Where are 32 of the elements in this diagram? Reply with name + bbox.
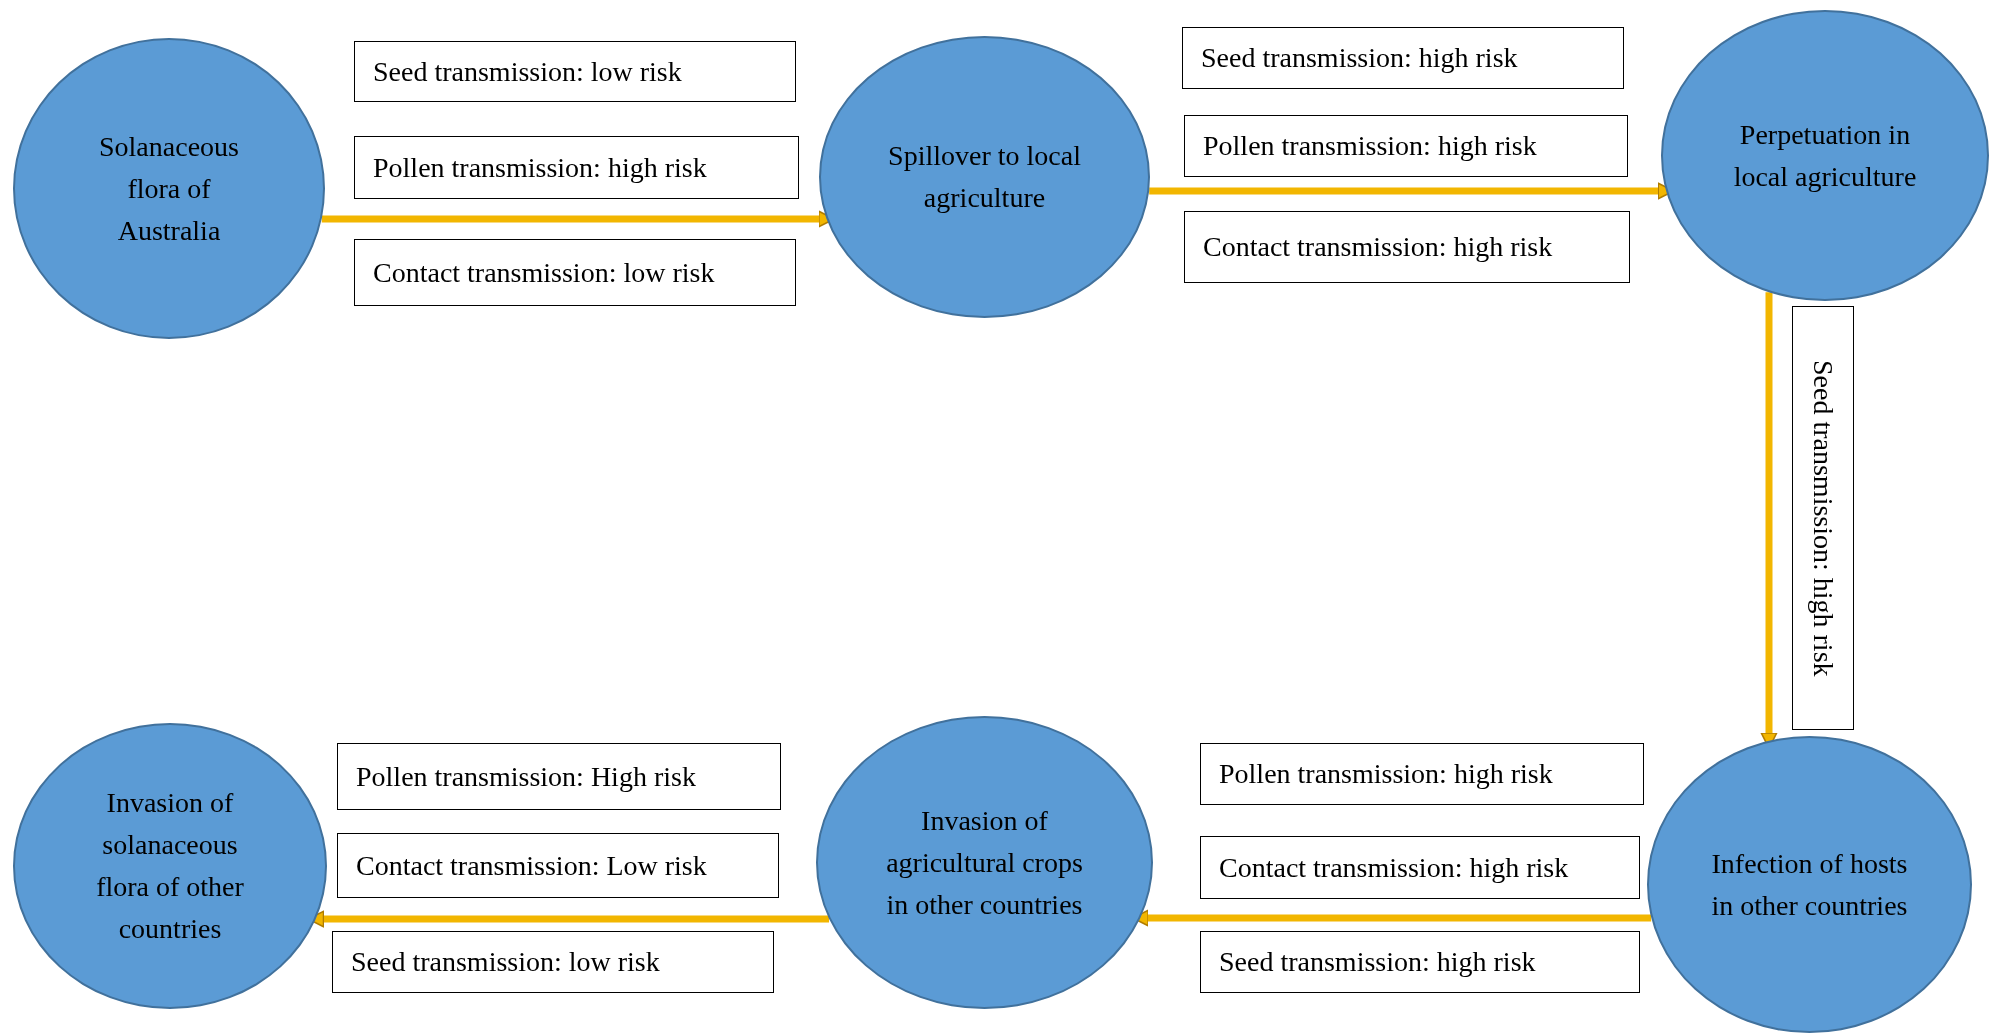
stage-label: Spillover to local agriculture bbox=[887, 139, 1082, 215]
transmission-box bbox=[1200, 743, 1644, 805]
transmission-box bbox=[354, 239, 796, 306]
transmission-box bbox=[337, 743, 781, 810]
transmission-box bbox=[1184, 115, 1628, 177]
stage-label: Infection of hosts in other countries bbox=[1711, 846, 1908, 923]
transmission-box bbox=[1200, 931, 1640, 993]
stage-label: Invasion of agricultural crops in other countries bbox=[885, 803, 1084, 922]
transmission-label: Seed transmission: low risk bbox=[351, 946, 660, 978]
transmission-box bbox=[337, 833, 779, 898]
transmission-label: Seed transmission: high risk bbox=[1219, 946, 1536, 978]
transmission-label: Pollen transmission: high risk bbox=[373, 151, 707, 184]
transmission-box bbox=[354, 41, 796, 102]
transmission-label: Seed transmission: high risk bbox=[1201, 42, 1518, 74]
stage-label: Perpetuation in local agriculture bbox=[1732, 117, 1918, 194]
transmission-label: Pollen transmission: high risk bbox=[1219, 758, 1553, 790]
transmission-box bbox=[1200, 836, 1640, 899]
transmission-label: Contact transmission: high risk bbox=[1203, 231, 1553, 263]
transmission-box bbox=[1182, 27, 1624, 89]
transmission-label: Contact transmission: high risk bbox=[1219, 851, 1569, 884]
transmission-box bbox=[1792, 306, 1854, 730]
stage-label: Solanaceous flora of Australia bbox=[98, 129, 240, 248]
transmission-label: Seed transmission: high risk bbox=[1807, 359, 1839, 677]
stage-label: Invasion of solanaceous flora of other countries bbox=[95, 786, 245, 946]
transmission-box bbox=[332, 931, 774, 993]
transmission-label: Seed transmission: low risk bbox=[373, 55, 682, 88]
transmission-label: Pollen transmission: high risk bbox=[1203, 130, 1537, 162]
transmission-label: Pollen transmission: High risk bbox=[356, 760, 696, 793]
transmission-label: Contact transmission: Low risk bbox=[356, 849, 707, 882]
transmission-box bbox=[354, 136, 799, 199]
transmission-label: Contact transmission: low risk bbox=[373, 256, 715, 289]
transmission-box bbox=[1184, 211, 1630, 283]
